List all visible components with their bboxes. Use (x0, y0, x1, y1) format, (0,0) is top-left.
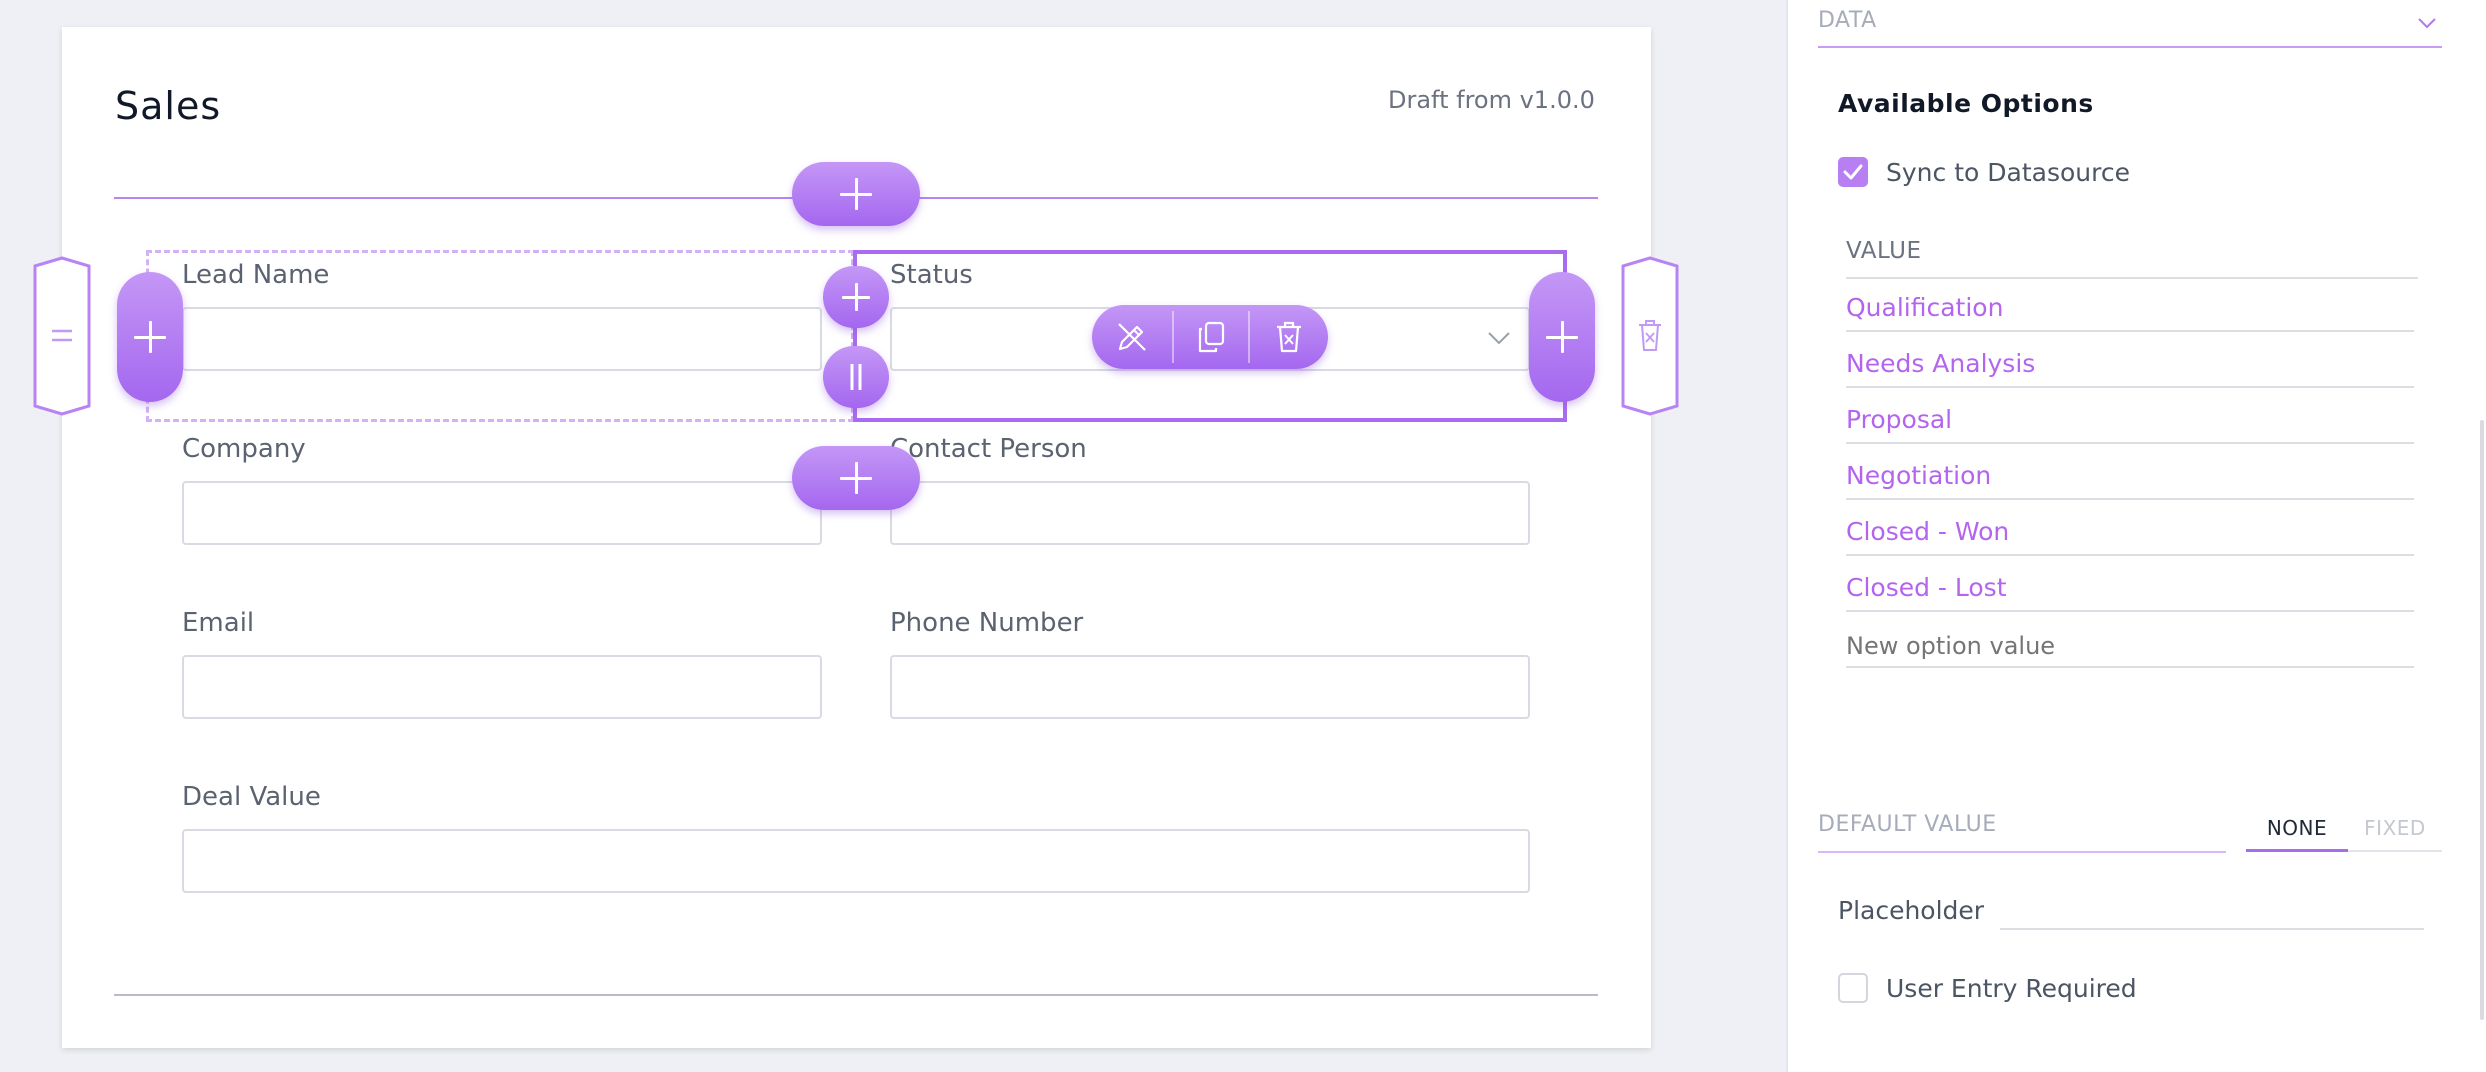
checkmark-icon (1843, 164, 1863, 180)
options-column-header: VALUE (1846, 238, 1922, 264)
user-entry-required-label: User Entry Required (1886, 974, 2137, 1003)
edit-field-button[interactable] (1092, 305, 1172, 369)
plus-icon (134, 321, 166, 353)
option-value[interactable]: Closed - Won (1846, 517, 2010, 546)
option-value[interactable]: Negotiation (1846, 461, 1992, 490)
data-section-label: DATA (1818, 8, 1877, 33)
row-drag-handle[interactable] (33, 256, 91, 416)
data-section-header[interactable]: DATA (1818, 0, 2442, 48)
new-option-input[interactable] (1846, 626, 2414, 668)
plus-icon (840, 178, 872, 210)
option-divider (1846, 442, 2414, 444)
phone-number-input[interactable] (890, 655, 1530, 719)
trash-icon (1277, 321, 1301, 353)
option-divider (1846, 330, 2414, 332)
duplicate-field-button[interactable] (1174, 305, 1248, 369)
sync-datasource-label: Sync to Datasource (1886, 158, 2130, 187)
option-value[interactable]: Needs Analysis (1846, 349, 2036, 378)
option-divider (1846, 610, 2414, 612)
toolbar-divider (1248, 311, 1250, 363)
option-value[interactable]: Proposal (1846, 405, 1953, 434)
user-entry-required-checkbox[interactable] (1838, 973, 1868, 1003)
toolbar-divider (1172, 311, 1174, 363)
form-title: Sales (115, 84, 222, 128)
deal-value-label: Deal Value (182, 782, 321, 812)
placeholder-label: Placeholder (1838, 896, 1985, 925)
email-label: Email (182, 608, 255, 638)
copy-icon (1198, 321, 1225, 353)
placeholder-input[interactable] (2000, 890, 2424, 930)
drag-handle-icon (52, 329, 72, 342)
insert-column-button[interactable] (823, 266, 889, 328)
option-divider (1846, 498, 2414, 500)
field-toolbar (1092, 305, 1328, 369)
company-label: Company (182, 434, 306, 464)
option-value[interactable]: Qualification (1846, 293, 2004, 322)
default-value-label: DEFAULT VALUE (1818, 812, 1997, 837)
lead-name-label: Lead Name (182, 260, 330, 290)
default-fixed-label: FIXED (2364, 816, 2426, 840)
plus-icon (842, 283, 870, 311)
available-options-heading: Available Options (1838, 89, 2094, 118)
row-delete-button[interactable] (1621, 256, 1679, 416)
contact-person-label: Contact Person (890, 434, 1087, 464)
panel-scrollbar[interactable] (2480, 420, 2484, 1020)
delete-field-button[interactable] (1250, 305, 1328, 369)
form-bottom-divider (114, 994, 1598, 996)
company-input[interactable] (182, 481, 822, 545)
plus-icon (840, 462, 872, 494)
sync-datasource-checkbox[interactable] (1838, 157, 1868, 187)
option-value[interactable]: Closed - Lost (1846, 573, 2007, 602)
phone-number-label: Phone Number (890, 608, 1084, 638)
default-fixed-tab[interactable]: FIXED (2348, 804, 2442, 852)
add-row-below-button[interactable] (792, 446, 920, 510)
column-handle-icon (850, 364, 862, 390)
chevron-down-icon (1488, 332, 1510, 345)
email-input[interactable] (182, 655, 822, 719)
deal-value-input[interactable] (182, 829, 1530, 893)
add-row-above-button[interactable] (792, 162, 920, 226)
add-field-right-button[interactable] (1529, 272, 1595, 402)
default-none-tab[interactable]: NONE (2246, 804, 2348, 852)
add-field-left-button[interactable] (117, 272, 183, 402)
trash-icon (1639, 320, 1661, 351)
contact-person-input[interactable] (890, 481, 1530, 545)
default-none-label: NONE (2266, 816, 2328, 840)
status-label: Status (890, 260, 973, 290)
options-divider (1846, 277, 2418, 279)
default-value-underline (1818, 851, 2226, 853)
option-divider (1846, 554, 2414, 556)
chevron-down-icon (2418, 18, 2436, 29)
plus-icon (1546, 321, 1578, 353)
lead-name-input[interactable] (182, 307, 822, 371)
draft-version-label: Draft from v1.0.0 (1388, 86, 1595, 114)
edit-icon (1118, 323, 1146, 351)
column-resize-handle[interactable] (823, 346, 889, 408)
option-divider (1846, 386, 2414, 388)
